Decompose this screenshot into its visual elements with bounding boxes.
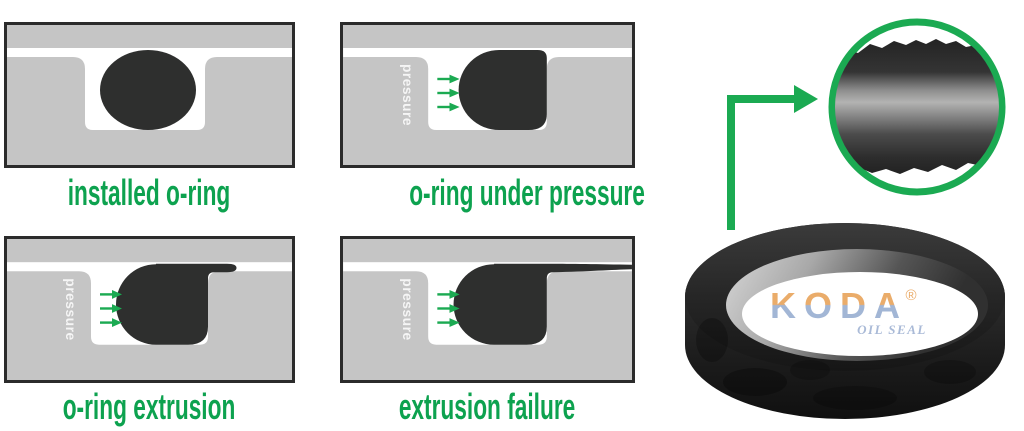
- caption-text: o-ring extrusion: [63, 386, 236, 427]
- seal-hole: [742, 272, 978, 356]
- rubber-surface-texture: [835, 39, 999, 174]
- diagram-installed-o-ring: [4, 22, 295, 168]
- product-callout-graphic: KODA ® OIL SEAL: [685, 18, 1006, 419]
- upper-housing: [7, 239, 292, 263]
- o-ring-deformed: [458, 50, 547, 130]
- magnified-detail-circle: [828, 18, 1006, 196]
- o-ring-failed-extrusion: [453, 263, 632, 345]
- o-ring-extruding: [116, 263, 237, 345]
- lower-housing-gland: [7, 271, 292, 380]
- callout-arrow-icon: [727, 85, 818, 230]
- registered-mark: ®: [905, 287, 916, 304]
- caption-text: o-ring under pressure: [409, 172, 645, 213]
- diagram-o-ring-under-pressure: pressure: [340, 22, 635, 168]
- upper-housing: [343, 239, 632, 263]
- caption-o-ring-under-pressure: o-ring under pressure: [340, 175, 645, 211]
- caption-o-ring-extrusion: o-ring extrusion: [4, 389, 295, 425]
- seal-surface-mottling: [696, 318, 976, 410]
- lower-housing-gland: [343, 271, 632, 380]
- koda-watermark-logo: KODA ® OIL SEAL: [770, 285, 927, 337]
- tagline-text: OIL SEAL: [857, 322, 927, 337]
- pressure-label: pressure: [63, 278, 79, 340]
- lower-housing-gland: [343, 57, 632, 165]
- caption-extrusion-failure: extrusion failure: [340, 389, 635, 425]
- diagram-o-ring-extrusion: pressure: [4, 236, 295, 383]
- caption-installed-o-ring: installed o-ring: [4, 175, 295, 211]
- lower-housing-gland: [7, 57, 292, 165]
- upper-housing: [343, 25, 632, 48]
- caption-text: installed o-ring: [68, 172, 231, 213]
- pressure-arrows-icon: [100, 289, 122, 328]
- diagram-extrusion-failure: pressure: [340, 236, 635, 383]
- pressure-label: pressure: [400, 278, 416, 340]
- pressure-label: pressure: [400, 64, 416, 126]
- brand-text: KODA: [770, 285, 908, 326]
- oil-seal-photo: KODA ® OIL SEAL: [685, 223, 1005, 419]
- caption-text: extrusion failure: [399, 386, 576, 427]
- o-ring: [100, 50, 196, 130]
- pressure-arrows-icon: [437, 74, 460, 112]
- upper-housing: [7, 25, 292, 48]
- pressure-arrows-icon: [437, 289, 460, 328]
